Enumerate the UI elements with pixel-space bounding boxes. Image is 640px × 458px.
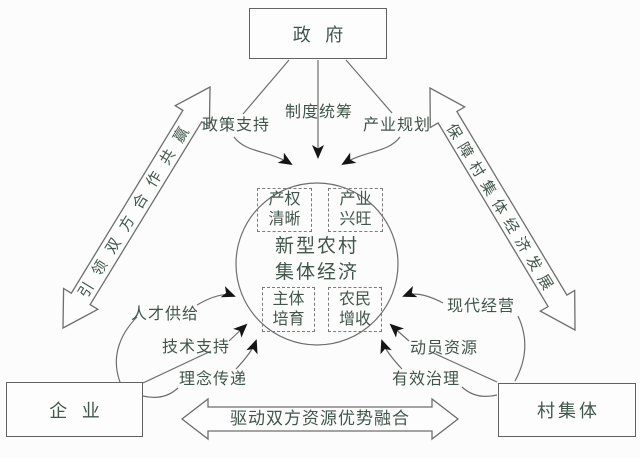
vil-mobilize-stub bbox=[428, 350, 498, 383]
quadrant-text: 产业 bbox=[339, 191, 372, 208]
label-system-coordination: 制度统筹 bbox=[284, 104, 353, 121]
ent-tech-arrow bbox=[228, 323, 248, 342]
center-title-line2: 集体经济 bbox=[274, 262, 359, 283]
enterprise-node: 企 业 bbox=[6, 382, 143, 437]
ent-tech-stub bbox=[142, 350, 212, 384]
government-node: 政 府 bbox=[249, 8, 387, 59]
quadrant-text: 增收 bbox=[338, 310, 371, 328]
gov-left-stub-line bbox=[242, 59, 290, 115]
ent-concept-arrow bbox=[235, 339, 258, 370]
label-industry-planning: 产业规划 bbox=[362, 117, 431, 134]
label-technical-support: 技术支持 bbox=[161, 339, 230, 356]
village-label: 村集体 bbox=[537, 401, 600, 421]
quadrant-text: 清晰 bbox=[268, 211, 301, 228]
left-double-arrow bbox=[62, 85, 211, 330]
gov-right-stub-line bbox=[345, 59, 393, 114]
quadrant-subject-cultivation: 主体 培育 bbox=[262, 287, 315, 332]
quadrant-text: 农民 bbox=[338, 290, 371, 308]
vil-modern-stub bbox=[514, 315, 526, 382]
quadrant-text: 培育 bbox=[272, 310, 305, 328]
ent-concept-stub bbox=[142, 387, 179, 398]
enterprise-label: 企 业 bbox=[49, 400, 105, 421]
quadrant-text: 产权 bbox=[268, 191, 301, 208]
label-talent-supply: 人才供给 bbox=[130, 306, 199, 323]
ent-talent-arrow bbox=[196, 286, 236, 306]
quadrant-text: 兴旺 bbox=[339, 211, 372, 228]
center-title: 新型农村 集体经济 bbox=[247, 234, 387, 286]
quadrant-industry-thriving: 产业 兴旺 bbox=[328, 188, 383, 232]
quadrant-text: 主体 bbox=[272, 290, 305, 308]
right-double-arrow bbox=[429, 86, 576, 332]
village-node: 村集体 bbox=[498, 383, 636, 437]
vil-governance-stub bbox=[461, 386, 498, 397]
ent-talent-stub bbox=[115, 316, 138, 383]
vil-governance-arrow bbox=[380, 339, 403, 370]
label-effective-governance: 有效治理 bbox=[391, 371, 460, 388]
label-modern-management: 现代经营 bbox=[446, 298, 515, 315]
quadrant-farmer-income: 农民 增收 bbox=[328, 287, 382, 332]
label-policy-support: 政策支持 bbox=[201, 117, 270, 134]
central-circle bbox=[235, 182, 399, 346]
vil-mobilize-arrow bbox=[389, 323, 410, 342]
quadrant-property-rights: 产权 清晰 bbox=[257, 188, 312, 232]
label-mobilize-resources: 动员资源 bbox=[409, 340, 478, 357]
bottom-double-arrow bbox=[180, 397, 460, 441]
label-concept-transmission: 理念传递 bbox=[178, 371, 247, 388]
government-label: 政 府 bbox=[292, 24, 349, 45]
gov-right-curve-arrow bbox=[341, 136, 401, 166]
center-title-line1: 新型农村 bbox=[274, 236, 359, 257]
bottom-banner-text: 驱动双方资源优势融合 bbox=[230, 409, 410, 428]
gov-left-curve-arrow bbox=[233, 136, 293, 166]
vil-modern-arrow bbox=[402, 285, 444, 304]
